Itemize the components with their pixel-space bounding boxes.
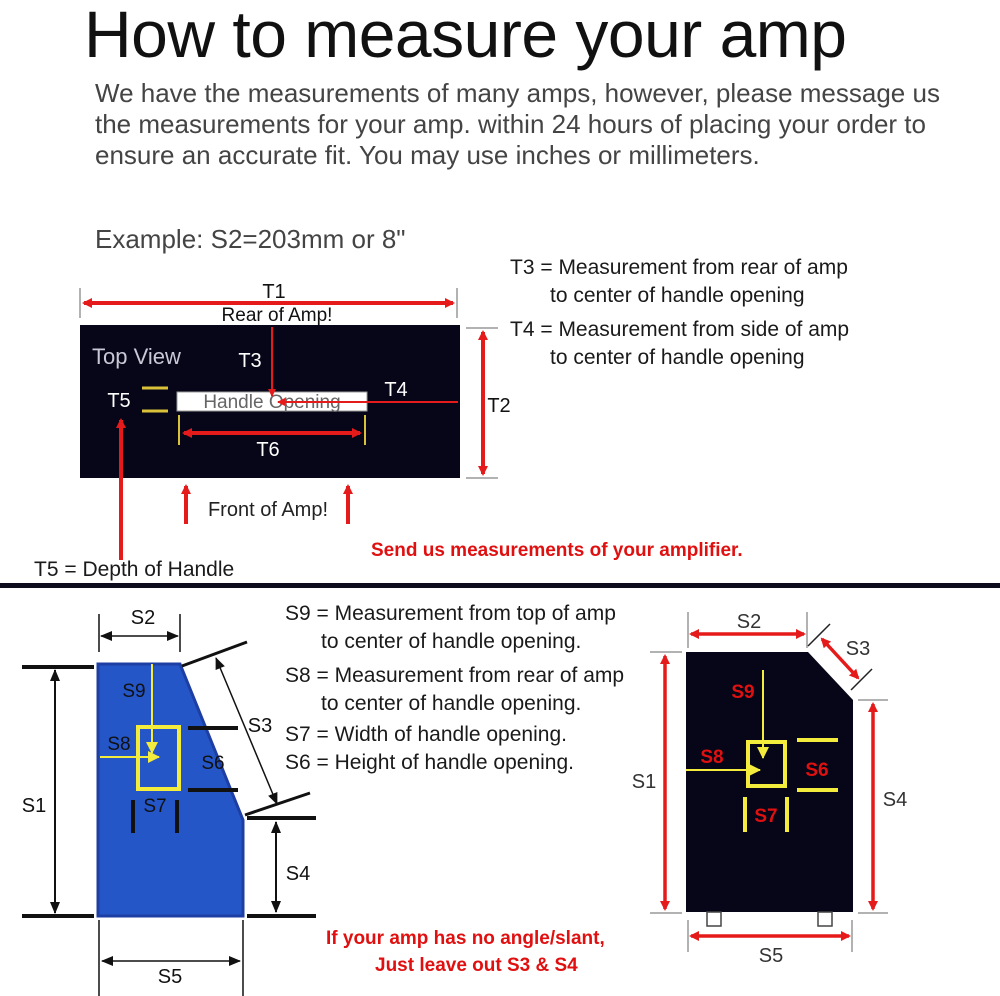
s4r-label: S4 bbox=[883, 789, 907, 811]
s9-legend: S9 = Measurement from top of amp to cent… bbox=[285, 600, 616, 656]
s3r-extension-top bbox=[807, 623, 831, 647]
t3-legend-line1: T3 = Measurement from rear of amp bbox=[510, 256, 848, 279]
s9-legend-line2: to center of handle opening. bbox=[321, 630, 582, 653]
s3-arrow bbox=[215, 657, 278, 805]
front-of-amp-label: Front of Amp! bbox=[208, 499, 328, 521]
s3r-extension-bottom bbox=[850, 668, 873, 691]
t4-label: T4 bbox=[384, 379, 407, 401]
page-title: How to measure your amp bbox=[84, 0, 847, 71]
s6-legend: S6 = Height of handle opening. bbox=[285, 751, 574, 774]
s8-label: S8 bbox=[107, 734, 130, 755]
t6-label: T6 bbox=[256, 439, 279, 461]
foot-left bbox=[706, 911, 722, 927]
send-note: Send us measurements of your amplifier. bbox=[371, 540, 743, 561]
s2-label: S2 bbox=[131, 607, 155, 629]
s7-label: S7 bbox=[143, 796, 166, 817]
section-divider bbox=[0, 583, 1000, 588]
t1-label: T1 bbox=[262, 281, 285, 303]
s3r-arrow bbox=[820, 637, 860, 680]
s5r-label: S5 bbox=[759, 945, 783, 967]
foot-right bbox=[817, 911, 833, 927]
s1r-label: S1 bbox=[632, 771, 656, 793]
s9-legend-line1: S9 = Measurement from top of amp bbox=[285, 602, 616, 625]
s3-label: S3 bbox=[248, 715, 272, 737]
top-view-diagram: T1 Rear of Amp! Top View T2 Handle Openi… bbox=[79, 281, 511, 560]
intro-text: We have the measurements of many amps, h… bbox=[95, 78, 940, 170]
s3r-label: S3 bbox=[846, 638, 870, 660]
t4-legend-line1: T4 = Measurement from side of amp bbox=[510, 318, 850, 341]
s8r-label: S8 bbox=[700, 747, 723, 768]
t4-legend: T4 = Measurement from side of amp to cen… bbox=[510, 316, 849, 372]
s8-legend-line1: S8 = Measurement from rear of amp bbox=[285, 664, 625, 687]
t3-legend: T3 = Measurement from rear of amp to cen… bbox=[510, 254, 848, 310]
slant-note-line2: Just leave out S3 & S4 bbox=[375, 955, 578, 976]
s7r-label: S7 bbox=[754, 806, 777, 827]
navy-amp-side bbox=[686, 652, 853, 912]
s4-label: S4 bbox=[286, 863, 310, 885]
s5-label: S5 bbox=[158, 966, 182, 988]
t5-legend: T5 = Depth of Handle bbox=[34, 558, 235, 581]
t3-legend-line2: to center of handle opening bbox=[550, 284, 805, 307]
s8-legend: S8 = Measurement from rear of amp to cen… bbox=[285, 662, 624, 718]
s3-extension-bottom bbox=[244, 791, 311, 817]
s9r-label: S9 bbox=[731, 682, 754, 703]
s9-label: S9 bbox=[122, 681, 145, 702]
t4-legend-line2: to center of handle opening bbox=[550, 346, 805, 369]
handle-opening-label: Handle Opening bbox=[203, 392, 340, 413]
top-view-label: Top View bbox=[92, 344, 181, 369]
s3-extension-top bbox=[181, 640, 248, 668]
t3-label: T3 bbox=[238, 350, 261, 372]
navy-handle-box bbox=[746, 740, 787, 788]
rear-of-amp-label: Rear of Amp! bbox=[222, 305, 333, 326]
s2r-label: S2 bbox=[737, 611, 761, 633]
t2-label: T2 bbox=[487, 395, 510, 417]
s1-label: S1 bbox=[22, 795, 46, 817]
slant-note-line1: If your amp has no angle/slant, bbox=[326, 928, 605, 949]
s7-legend: S7 = Width of handle opening. bbox=[285, 723, 567, 746]
s6r-label: S6 bbox=[805, 760, 828, 781]
example-text: Example: S2=203mm or 8" bbox=[95, 224, 406, 254]
s8-legend-line2: to center of handle opening. bbox=[321, 692, 582, 715]
t5-label: T5 bbox=[107, 390, 130, 412]
side-view-diagrams: S2 S1 S3 S4 S5 S9 S8 S6 S7 S2 S3 S1 bbox=[22, 607, 907, 996]
s6-label: S6 bbox=[201, 753, 224, 774]
